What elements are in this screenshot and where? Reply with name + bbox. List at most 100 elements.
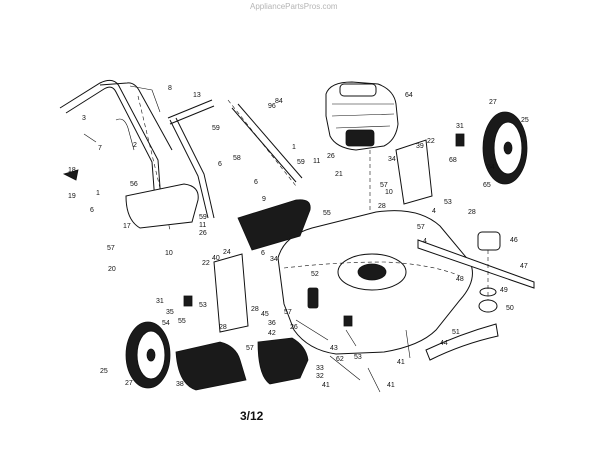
callout-c20: 20 xyxy=(108,266,116,273)
blade-assembly xyxy=(417,231,535,313)
callout-c1_11: 1 xyxy=(292,144,296,151)
callout-c65: 65 xyxy=(483,182,491,189)
watermark: AppliancePartsPros.com xyxy=(250,2,338,11)
callout-c19: 19 xyxy=(68,193,76,200)
callout-c34b: 34 xyxy=(270,256,278,263)
callout-c96: 96 xyxy=(268,103,276,110)
callout-c55b: 55 xyxy=(178,318,186,325)
callout-c6c: 6 xyxy=(90,207,94,214)
front-shields xyxy=(175,337,309,391)
callout-c25b: 25 xyxy=(100,368,108,375)
callout-c39: 39 xyxy=(416,143,424,150)
callout-c50: 50 xyxy=(506,305,514,312)
callout-c41c: 41 xyxy=(387,382,395,389)
callout-c33: 33 xyxy=(316,365,324,372)
callout-c54a: 54 xyxy=(487,164,495,171)
callout-c59c: 59 xyxy=(199,214,207,221)
callout-c45: 45 xyxy=(261,311,269,318)
rear-right-wheel xyxy=(482,111,528,185)
front-left-wheel xyxy=(125,321,171,389)
height-adjusters xyxy=(213,139,499,361)
callout-c51: 51 xyxy=(452,329,460,336)
callout-c46: 46 xyxy=(510,237,518,244)
callout-c59a: 59 xyxy=(212,125,220,132)
callout-c26c: 26 xyxy=(290,324,298,331)
callout-c42: 42 xyxy=(268,330,276,337)
callout-c68: 68 xyxy=(449,157,457,164)
callout-c58: 58 xyxy=(233,155,241,162)
callout-c18: 18 xyxy=(68,167,76,174)
callout-c22b: 22 xyxy=(202,260,210,267)
callout-c62: 62 xyxy=(336,356,344,363)
callout-c10b: 10 xyxy=(165,250,173,257)
callout-c1: 1 xyxy=(96,190,100,197)
callout-c3: 3 xyxy=(82,115,86,122)
callout-c84: 84 xyxy=(275,98,283,105)
callout-c57a: 57 xyxy=(380,182,388,189)
callout-c11a: 11 xyxy=(313,158,320,165)
callout-c57e: 57 xyxy=(246,345,254,352)
callout-c49: 49 xyxy=(500,287,508,294)
callout-c57c: 57 xyxy=(107,245,115,252)
callout-c31b: 31 xyxy=(156,298,164,305)
callout-c41a: 41 xyxy=(397,359,405,366)
callout-c52: 52 xyxy=(311,271,319,278)
callout-c53a: 53 xyxy=(444,199,452,206)
callout-c6b: 6 xyxy=(254,179,258,186)
callout-c34a: 34 xyxy=(388,156,396,163)
callout-c4a: 4 xyxy=(432,208,436,215)
callout-c6d: 6 xyxy=(261,250,265,257)
callout-c32: 32 xyxy=(316,373,324,380)
callout-c44: 44 xyxy=(440,340,448,347)
callout-c25a: 25 xyxy=(521,117,529,124)
callout-c35: 35 xyxy=(166,309,174,316)
callout-c27a: 27 xyxy=(489,99,497,106)
callout-c24: 24 xyxy=(223,249,231,256)
callout-c6a: 6 xyxy=(218,161,222,168)
callout-c54b: 54 xyxy=(162,320,170,327)
callout-c56: 56 xyxy=(130,181,138,188)
rear-shield xyxy=(125,183,311,251)
callout-c59b: 59 xyxy=(297,159,305,166)
callout-c26a: 26 xyxy=(327,153,335,160)
callout-c55: 55 xyxy=(323,210,331,217)
callout-c64: 64 xyxy=(405,92,413,99)
callout-c7: 7 xyxy=(98,145,102,152)
engine xyxy=(325,81,399,268)
callout-c48: 48 xyxy=(456,276,464,283)
callout-c22a: 22 xyxy=(427,138,435,145)
mower-deck xyxy=(277,210,473,355)
page-number: 3/12 xyxy=(240,409,264,423)
callout-c43: 43 xyxy=(330,345,338,352)
callout-c36: 36 xyxy=(268,320,276,327)
callout-c4b: 4 xyxy=(423,238,427,245)
callout-c53c: 53 xyxy=(354,354,362,361)
callout-c26b: 26 xyxy=(199,230,207,237)
callout-c8: 8 xyxy=(168,85,172,92)
callout-c2: 2 xyxy=(133,142,137,149)
callout-c27b: 27 xyxy=(125,380,133,387)
callout-c17: 17 xyxy=(123,223,131,230)
callout-c28c: 28 xyxy=(251,306,259,313)
callout-c13: 13 xyxy=(193,92,201,99)
callout-c28d: 28 xyxy=(219,324,227,331)
callout-c53b: 53 xyxy=(199,302,207,309)
callout-c40: 40 xyxy=(212,255,220,262)
callout-c57d: 57 xyxy=(284,309,292,316)
small-hardware xyxy=(62,118,465,393)
callout-c10a: 10 xyxy=(385,189,393,196)
handle-assembly xyxy=(59,79,303,231)
callout-c47: 47 xyxy=(520,263,528,270)
callout-c28b: 28 xyxy=(468,209,476,216)
callout-c38: 38 xyxy=(176,381,184,388)
callout-c31a: 31 xyxy=(456,123,464,130)
callout-c41b: 41 xyxy=(322,382,330,389)
callout-c21: 21 xyxy=(335,171,343,178)
callout-c9: 9 xyxy=(262,196,266,203)
callout-c28a: 28 xyxy=(378,203,386,210)
callout-c11b: 11 xyxy=(199,222,206,229)
callout-c57b: 57 xyxy=(417,224,425,231)
